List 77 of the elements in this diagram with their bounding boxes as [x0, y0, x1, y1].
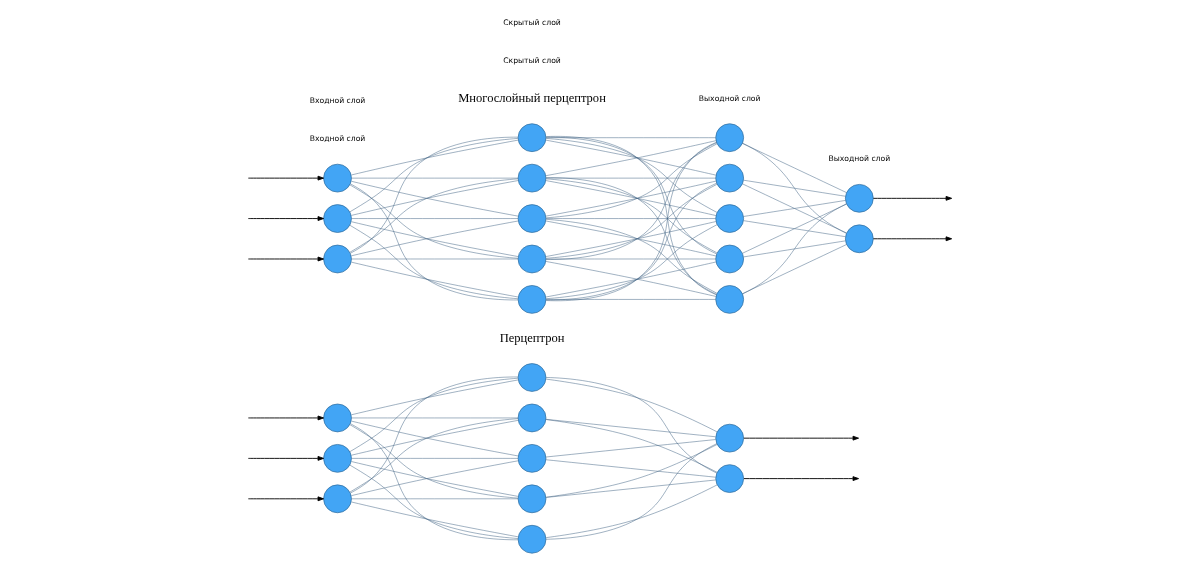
connector: [742, 244, 847, 294]
connector: [349, 138, 519, 213]
arrow: [743, 476, 860, 481]
connector: [545, 439, 716, 458]
connector: [742, 142, 847, 234]
node-circle: [517, 444, 547, 473]
arrow: [247, 175, 325, 181]
connector: [351, 379, 519, 416]
arrow: [247, 455, 325, 461]
node-circle: [323, 244, 352, 274]
connector: [545, 444, 718, 498]
connector: [742, 203, 847, 295]
connector: [351, 258, 519, 260]
connector: [545, 459, 716, 478]
arrow: [247, 496, 325, 502]
node-circle: [715, 423, 744, 453]
connector: [350, 376, 519, 494]
connector: [545, 479, 716, 498]
node-circle: [323, 163, 352, 193]
connector: [350, 136, 519, 254]
connector: [350, 423, 519, 541]
connector: [351, 417, 519, 419]
connector: [545, 378, 718, 433]
node-circle: [845, 184, 874, 213]
connector: [351, 501, 519, 538]
connector: [742, 183, 847, 234]
connector: [351, 261, 519, 298]
connector: [545, 218, 716, 219]
connector: [545, 258, 716, 260]
node-circle: [715, 244, 744, 274]
connector: [349, 377, 519, 452]
node-circle: [517, 363, 547, 392]
node-circle: [517, 524, 547, 554]
node-circle: [715, 204, 744, 233]
node-circle: [715, 163, 744, 193]
node-circle: [517, 484, 547, 514]
node-circle: [323, 403, 352, 433]
connector: [349, 464, 519, 539]
connector: [351, 458, 519, 459]
arrow: [872, 236, 953, 242]
arrow: [872, 195, 953, 201]
label: Многослойный перцептрон: [458, 90, 606, 105]
node-circle: [517, 123, 547, 152]
node-circle: [323, 444, 352, 473]
connector: [349, 225, 519, 299]
node-circle: [323, 484, 352, 514]
node-circle: [715, 464, 744, 493]
connector: [545, 443, 718, 540]
node-circle: [715, 123, 744, 152]
connector: [743, 179, 846, 197]
node-circle: [517, 244, 547, 274]
connector: [743, 200, 846, 217]
connector: [351, 177, 519, 179]
node-circle: [517, 204, 547, 233]
node-circle: [845, 224, 874, 254]
label: Перцептрон: [499, 330, 565, 345]
connector: [743, 220, 846, 237]
connector: [351, 218, 519, 219]
connector: [351, 139, 519, 176]
connector: [351, 498, 519, 500]
connector: [743, 240, 846, 258]
node-circle: [323, 204, 352, 233]
connector: [545, 419, 718, 473]
node-circle: [517, 285, 547, 314]
arrow: [743, 435, 860, 441]
node-circle: [517, 403, 547, 433]
arrow: [247, 256, 325, 262]
connector: [350, 183, 519, 301]
connector: [545, 137, 716, 138]
arrow: [247, 415, 325, 421]
arrow: [247, 216, 325, 221]
connector: [545, 299, 716, 300]
connector: [545, 484, 718, 538]
connector: [545, 377, 718, 474]
node-circle: [715, 285, 744, 314]
connector: [742, 143, 847, 193]
node-circle: [517, 163, 547, 193]
